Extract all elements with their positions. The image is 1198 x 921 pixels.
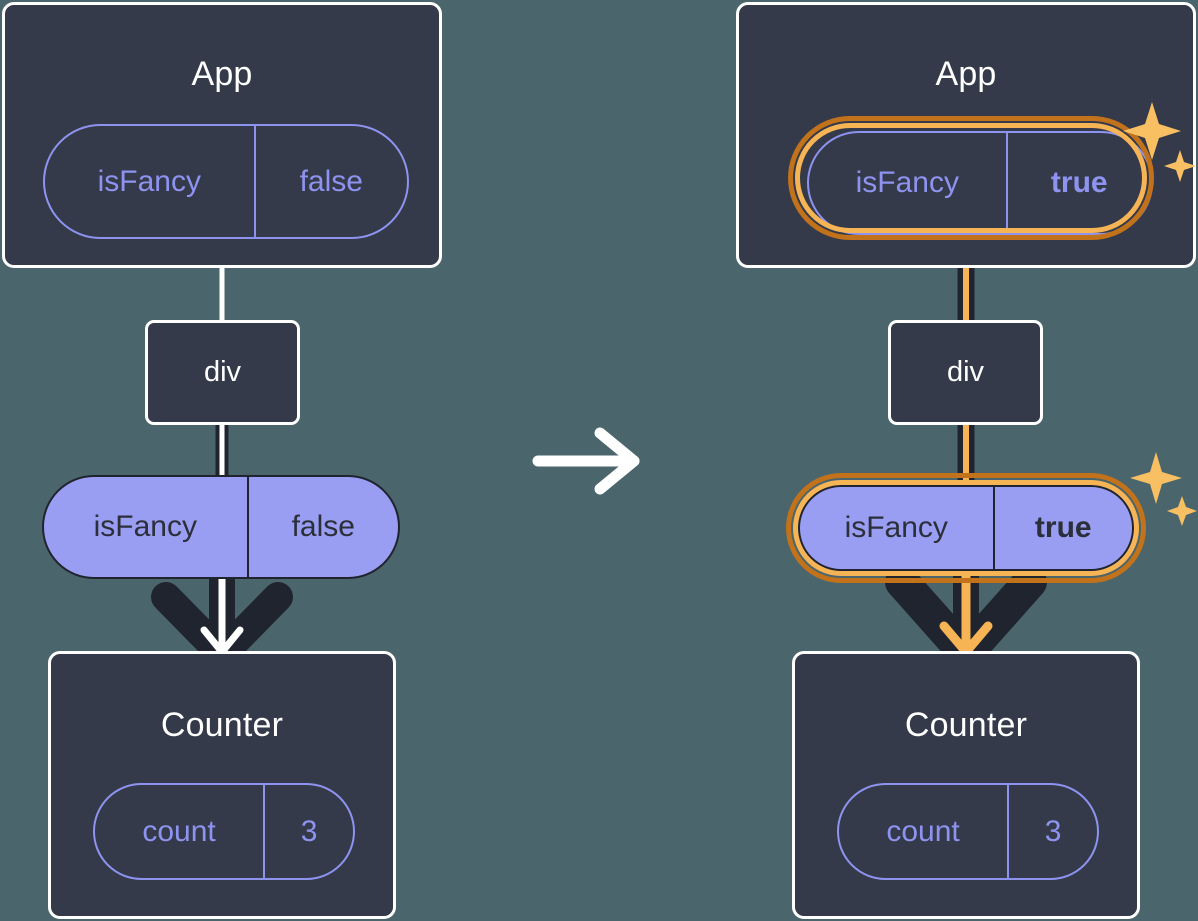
state-name: count [886,814,960,848]
prop-pill-before[interactable]: isFancy false [42,475,400,579]
counter-title-after: Counter [904,706,1028,744]
app-title-before: App [191,55,253,93]
app-prop-pill-after[interactable]: isFancy true [807,131,1153,235]
arrow-pill-counter-right [885,556,1047,671]
prop-name: isFancy [97,164,201,198]
app-box-after: App isFancy true [736,2,1196,268]
prop-pill-after[interactable]: isFancy true [798,485,1134,571]
prop-name: isFancy [93,510,197,543]
counter-state-pill-before[interactable]: count 3 [93,783,355,880]
prop-name: isFancy [855,166,959,199]
div-box-before: div [145,320,300,425]
app-prop-pill-before[interactable]: isFancy false [43,124,409,239]
app-title-after: App [935,55,997,93]
div-label-before: div [203,356,242,388]
counter-title-before: Counter [160,706,284,744]
prop-value: true [1005,133,1151,233]
div-label-after: div [946,356,985,388]
counter-box-before: Counter count 3 [48,651,396,919]
state-value: 3 [263,785,353,878]
div-box-after: div [888,320,1043,425]
state-name: count [142,814,216,848]
prop-value: true [992,487,1133,569]
counter-box-after: Counter count 3 [792,651,1140,919]
counter-state-pill-after[interactable]: count 3 [837,783,1099,880]
state-value: 3 [1007,785,1097,878]
app-box-before: App isFancy false [2,2,442,268]
prop-value: false [246,477,398,577]
prop-name: isFancy [844,511,948,544]
prop-value: false [253,126,407,237]
